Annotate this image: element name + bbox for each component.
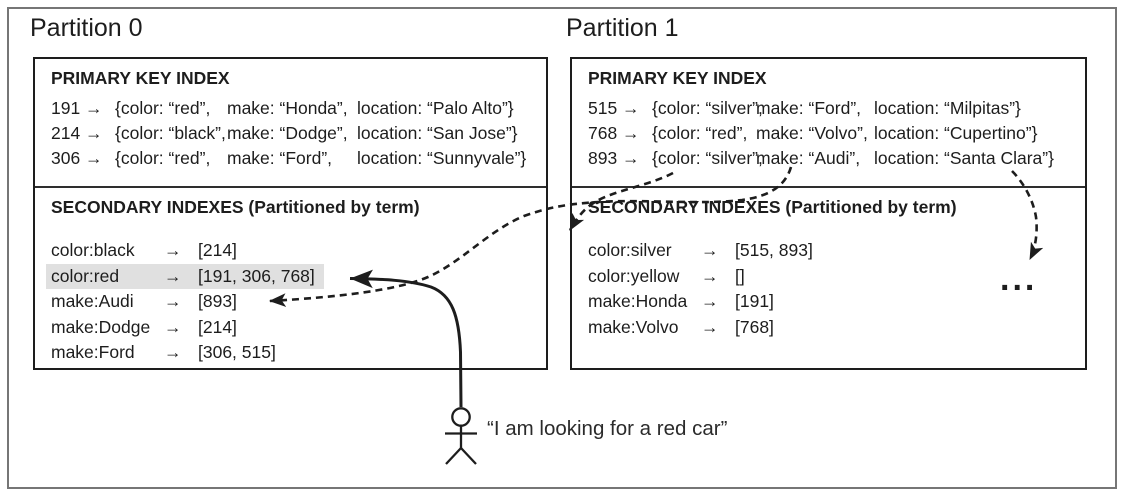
posting-list: [214] (198, 240, 237, 260)
pk-row: 515 → {color: “silver”, make: “Ford”, lo… (588, 96, 1075, 121)
maps-to-arrow: → (701, 291, 719, 311)
doc-id: 214 (51, 123, 81, 143)
index-term: make:Audi (51, 291, 134, 311)
field-color: {color: “red”, (652, 123, 748, 143)
index-term: make:Honda (588, 291, 688, 311)
primary-index-header: PRIMARY KEY INDEX (51, 68, 230, 88)
doc-id: 191 (51, 98, 81, 118)
field-make: make: “Ford”, (227, 148, 333, 168)
maps-to-arrow: → (622, 123, 640, 143)
maps-to-arrow: → (164, 265, 182, 286)
field-color: {color: “red”, (115, 148, 211, 168)
maps-to-arrow: → (622, 148, 640, 168)
partition-1-title: Partition 1 (566, 14, 679, 42)
partition-0-primary-index-section: PRIMARY KEY INDEX 191 → {color: “red”, m… (35, 59, 546, 188)
pk-row: 768 → {color: “red”, make: “Volvo”, loca… (588, 121, 1075, 146)
index-term: color:silver (588, 240, 672, 260)
posting-list: [214] (198, 316, 237, 337)
secondary-index-row-highlighted: color:red → [191, 306, 768] (46, 263, 324, 289)
maps-to-arrow: → (164, 342, 182, 362)
user-quote: “I am looking for a red car” (487, 417, 728, 440)
field-make: make: “Dodge”, (227, 123, 348, 143)
field-color: {color: “red”, (115, 98, 211, 118)
field-make: make: “Volvo”, (756, 123, 868, 143)
secondary-index-row: color:silver → [515, 893] (588, 238, 813, 264)
secondary-index-header: SECONDARY INDEXES (Partitioned by term) (51, 197, 420, 217)
partition-0-secondary-index-section: SECONDARY INDEXES (Partitioned by term) … (35, 188, 546, 366)
maps-to-arrow: → (701, 240, 719, 260)
partition-0-box: PRIMARY KEY INDEX 191 → {color: “red”, m… (33, 57, 548, 370)
field-make: make: “Honda”, (227, 98, 348, 118)
partition-1-primary-index-section: PRIMARY KEY INDEX 515 → {color: “silver”… (572, 59, 1085, 188)
doc-id: 515 (588, 98, 618, 118)
posting-list: [893] (198, 291, 237, 311)
index-term: make:Dodge (51, 316, 151, 337)
figure-border (7, 7, 1117, 489)
posting-list: [306, 515] (198, 342, 276, 362)
pk-row: 214 → {color: “black”, make: “Dodge”, lo… (51, 121, 536, 146)
maps-to-arrow: → (701, 265, 719, 286)
pk-row: 306 → {color: “red”, make: “Ford”, locat… (51, 146, 536, 171)
field-color: {color: “black”, (115, 123, 226, 143)
partition-0-title: Partition 0 (30, 14, 143, 42)
secondary-index-row: make:Dodge → [214] (51, 315, 237, 341)
doc-id: 768 (588, 123, 618, 143)
maps-to-arrow: → (164, 316, 182, 337)
secondary-index-row: make:Honda → [191] (588, 289, 774, 315)
field-make: make: “Ford”, (756, 98, 862, 118)
maps-to-arrow: → (164, 240, 182, 260)
pk-row: 191 → {color: “red”, make: “Honda”, loca… (51, 96, 536, 121)
field-location: location: “Palo Alto”} (357, 98, 514, 118)
other-partitions-ellipsis: ... (1000, 260, 1038, 298)
field-color: {color: “silver”, (652, 98, 763, 118)
field-location: location: “San Jose”} (357, 123, 518, 143)
secondary-index-row: color:black → [214] (51, 238, 237, 264)
field-location: location: “Cupertino”} (874, 123, 1038, 143)
partition-1-box: PRIMARY KEY INDEX 515 → {color: “silver”… (570, 57, 1087, 370)
posting-list: [191] (735, 291, 774, 311)
maps-to-arrow: → (85, 148, 103, 168)
index-term: make:Ford (51, 342, 135, 362)
primary-index-header: PRIMARY KEY INDEX (588, 68, 767, 88)
secondary-index-header: SECONDARY INDEXES (Partitioned by term) (588, 197, 957, 217)
posting-list: [191, 306, 768] (198, 265, 315, 286)
index-term: color:red (51, 265, 120, 286)
doc-id: 306 (51, 148, 81, 168)
index-term: color:yellow (588, 265, 680, 286)
posting-list: [768] (735, 316, 774, 337)
secondary-index-row: make:Ford → [306, 515] (51, 340, 276, 366)
maps-to-arrow: → (701, 316, 719, 337)
secondary-index-row: make:Audi → [893] (51, 289, 237, 315)
secondary-index-row: color:yellow → [] (588, 264, 745, 290)
field-location: location: “Santa Clara”} (874, 148, 1054, 168)
posting-list: [515, 893] (735, 240, 813, 260)
field-make: make: “Audi”, (756, 148, 861, 168)
index-term: make:Volvo (588, 316, 679, 337)
index-term: color:black (51, 240, 135, 260)
maps-to-arrow: → (85, 123, 103, 143)
pk-row: 893 → {color: “silver”, make: “Audi”, lo… (588, 146, 1075, 171)
maps-to-arrow: → (622, 98, 640, 118)
secondary-index-row: make:Volvo → [768] (588, 315, 774, 341)
posting-list: [] (735, 265, 745, 286)
doc-id: 893 (588, 148, 618, 168)
field-location: location: “Sunnyvale”} (357, 148, 527, 168)
field-color: {color: “silver”, (652, 148, 763, 168)
maps-to-arrow: → (85, 98, 103, 118)
field-location: location: “Milpitas”} (874, 98, 1021, 118)
maps-to-arrow: → (164, 291, 182, 311)
